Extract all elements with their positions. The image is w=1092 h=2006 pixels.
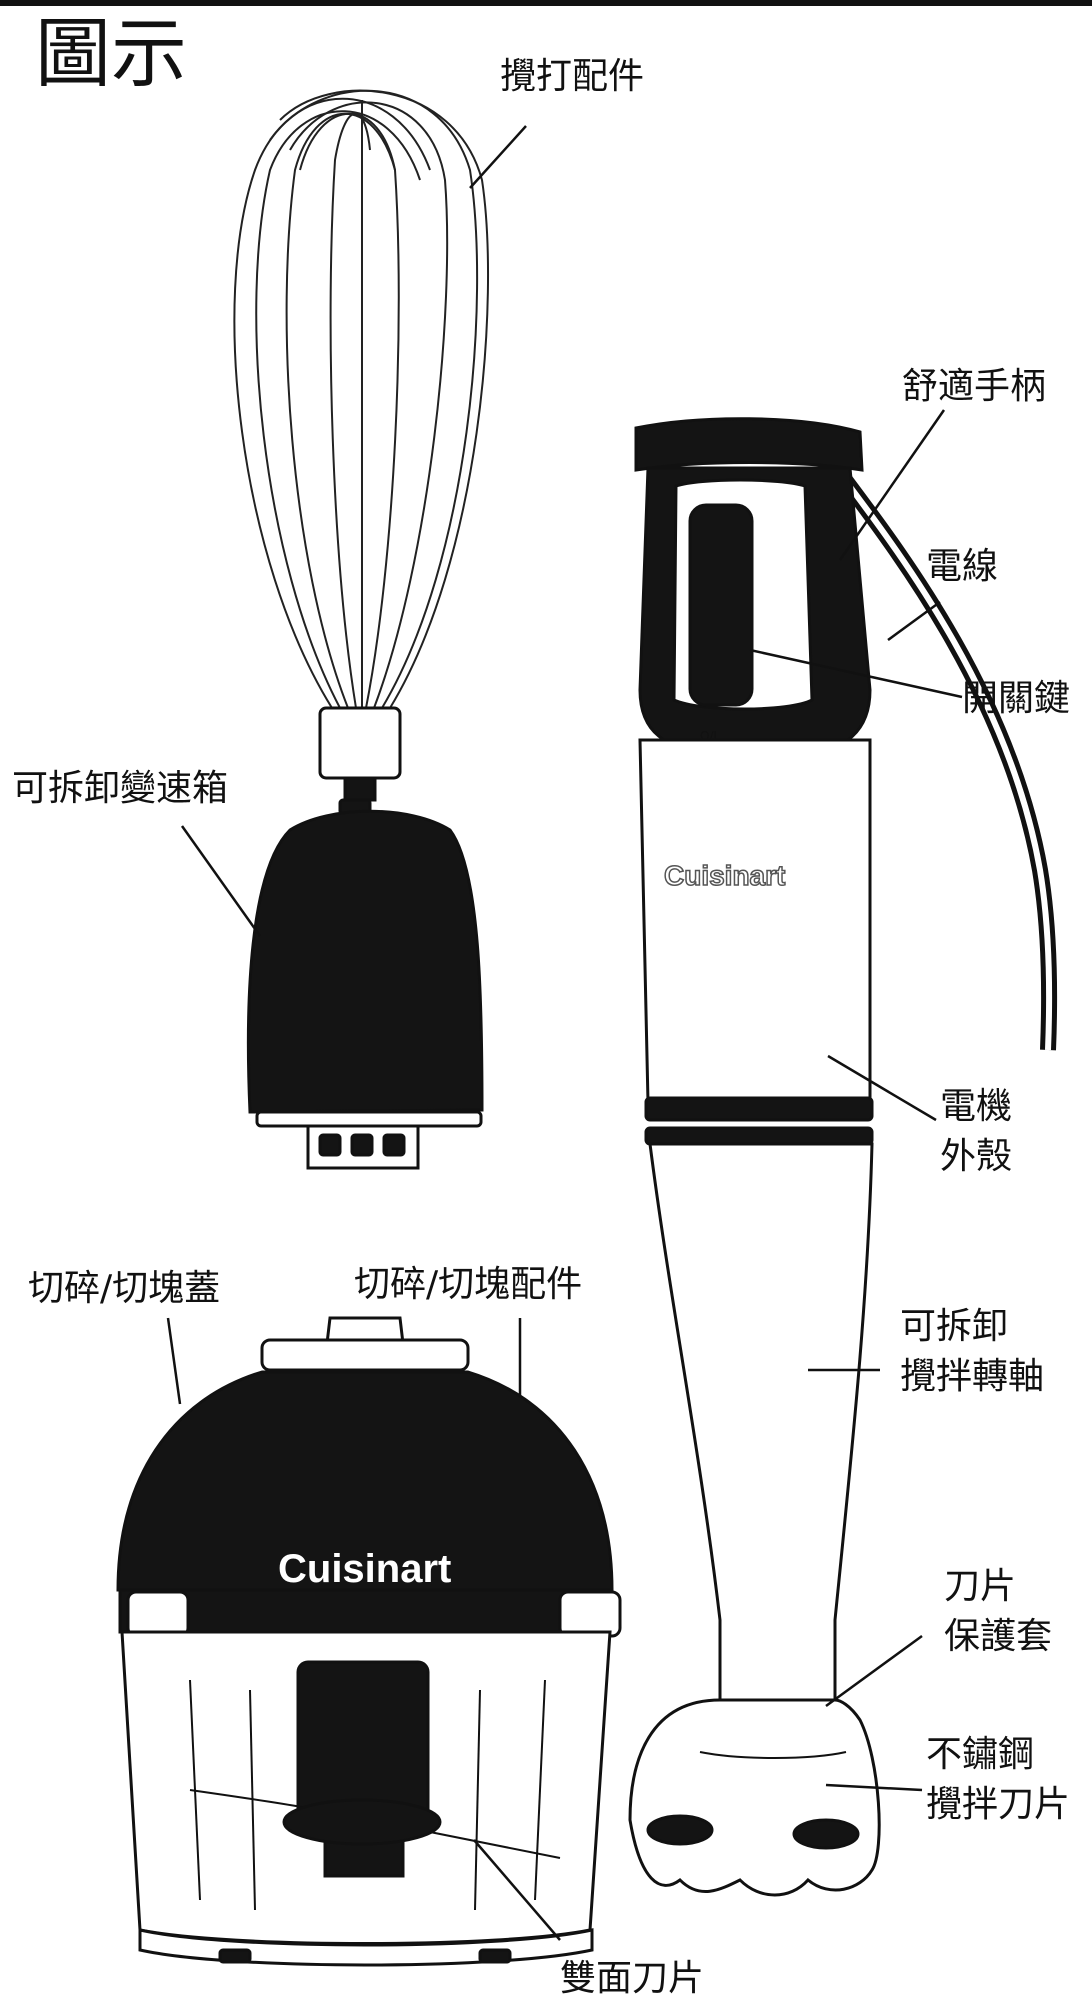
label-chop-attach: 切碎/切塊配件 — [354, 1264, 582, 1305]
blending-shaft — [648, 1142, 874, 1710]
leader-gearbox — [180, 825, 262, 937]
gearbox-tooth-1 — [318, 1133, 342, 1157]
handle-cap — [634, 417, 864, 472]
gearbox-tooth-2 — [350, 1133, 374, 1157]
chopper-logo: Cuisinart — [278, 1547, 451, 1591]
label-blade-line1: 不鏽鋼 — [926, 1734, 1034, 1775]
label-shaft-line2: 攪拌轉軸 — [900, 1356, 1044, 1397]
housing-band-1 — [644, 1096, 874, 1122]
chopper-band — [118, 1588, 614, 1634]
motor-housing — [638, 738, 872, 1104]
label-guard-line1: 刀片 — [944, 1566, 1016, 1607]
chopper-latch-left — [126, 1590, 190, 1638]
label-motor-line1: 電機 — [940, 1086, 1012, 1127]
label-chop-lid: 切碎/切塊蓋 — [28, 1268, 220, 1309]
whisk-attachment — [233, 89, 527, 802]
housing-band-2 — [644, 1126, 874, 1146]
whisk-neck — [343, 776, 377, 802]
whisk-collar — [318, 706, 402, 780]
leader-blade — [825, 1783, 923, 1792]
label-whisk: 攪打配件 — [500, 56, 644, 97]
blade-hub — [282, 1798, 442, 1846]
gearbox-rim — [255, 1110, 483, 1128]
chopper-attachment: Cuisinart — [116, 1316, 622, 1967]
label-blade-line2: 攪拌刀片 — [926, 1784, 1070, 1825]
leader-double-blade — [473, 1839, 561, 1941]
guard-vent-right — [792, 1818, 860, 1850]
label-cord: 電線 — [926, 546, 998, 587]
whisk-wires — [233, 89, 490, 709]
top-rule — [0, 0, 1092, 6]
chopper-latch-right — [558, 1590, 622, 1638]
gearbox-tooth-3 — [382, 1133, 406, 1157]
leader-motor — [827, 1054, 937, 1122]
leader-cord — [887, 600, 941, 642]
leader-whisk — [469, 125, 527, 189]
leader-switch — [749, 648, 963, 699]
label-guard-line2: 保護套 — [944, 1616, 1052, 1657]
label-double-blade: 雙面刀片 — [560, 1958, 704, 1999]
power-switch — [688, 503, 754, 707]
chopper-top-rings — [260, 1338, 470, 1372]
label-motor-line2: 外殼 — [940, 1136, 1012, 1177]
housing-logo: Cuisinart — [664, 860, 785, 891]
blade-guard — [628, 1698, 881, 1897]
label-switch: 開關鍵 — [962, 678, 1070, 719]
gearbox-body — [246, 809, 484, 1114]
leader-guard — [825, 1634, 923, 1708]
hand-blender: O/I Cuisinart — [628, 409, 1058, 1897]
diagram-title: 圖示 — [35, 9, 187, 98]
gearbox — [180, 798, 484, 1170]
label-shaft-line1: 可拆卸 — [900, 1306, 1008, 1347]
label-gearbox: 可拆卸變速箱 — [12, 768, 228, 809]
leader-handle — [838, 409, 946, 561]
leader-chop-lid — [166, 1317, 182, 1405]
label-handle: 舒適手柄 — [902, 366, 1046, 407]
guard-vent-left — [646, 1814, 714, 1846]
